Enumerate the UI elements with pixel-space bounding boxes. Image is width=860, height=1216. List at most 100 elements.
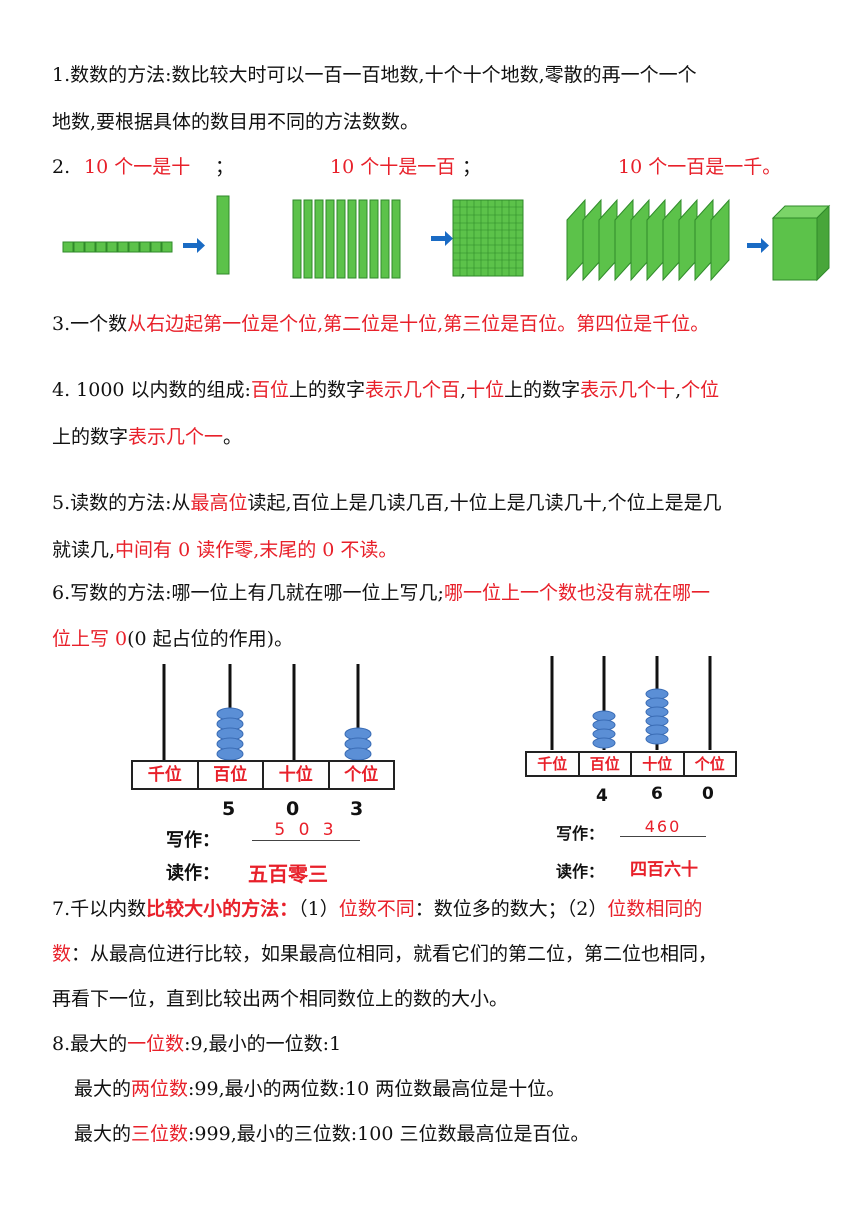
hundred-flat xyxy=(452,199,524,277)
item8-l1r: 一位数 xyxy=(127,1033,185,1055)
base-ten-blocks-figure xyxy=(62,195,831,282)
item4-p4: 上的数字 xyxy=(504,379,581,401)
abacus-2-write-label: 写作： xyxy=(556,824,605,843)
abacus-1-digit-hundreds: 5 xyxy=(222,798,236,820)
item7-line3: 再看下一位，直到比较出两个相同数位上的数的大小。 xyxy=(52,988,509,1010)
item4-line2r: 表示几个一 xyxy=(128,426,224,448)
abacus-1-place-tens: 十位 xyxy=(264,762,330,788)
abacus-2-tens-beads xyxy=(645,688,669,745)
item8-line2: 最大的两位数:99,最小的两位数:10 两位数最高位是十位。 xyxy=(74,1080,565,1099)
item4-line2a: 上的数字 xyxy=(52,426,129,448)
abacus-1-place-row: 千位 百位 十位 个位 xyxy=(131,760,395,790)
item4-p2: 上的数字 xyxy=(288,379,365,401)
item4-line2b: 。 xyxy=(223,426,243,448)
abacus-1-digit-ones: 3 xyxy=(350,798,364,820)
abacus-2-place-thousands: 千位 xyxy=(527,753,580,775)
item8-l2r: 两位数 xyxy=(131,1078,189,1100)
ten-rods-group xyxy=(292,199,401,279)
item8-l3b: :999,最小的三位数:100 三位数最高位是百位。 xyxy=(188,1123,590,1145)
abacus-2-digit-hundreds: 4 xyxy=(596,786,608,806)
item5-line2a: 就读几, xyxy=(52,539,116,561)
item6-p1: 6.写数的方法:哪一位上有几就在哪一位上写几; xyxy=(52,582,444,604)
arrow-icon xyxy=(747,238,769,253)
item7-line2: 数：从最高位进行比较，如果最高位相同，就看它们的第二位，第二位也相同， xyxy=(52,945,717,964)
item4-r3: 十位 xyxy=(466,379,505,401)
item6-line2b: (0 起占位的作用)。 xyxy=(127,628,294,650)
item7-r1: 比较大小的方法： xyxy=(146,898,299,920)
item8-line1: 8.最大的一位数:9,最小的一位数:1 xyxy=(52,1035,341,1054)
item8-l2b: :99,最小的两位数:10 两位数最高位是十位。 xyxy=(188,1078,566,1100)
abacus-2 xyxy=(550,656,712,750)
abacus-2-digit-tens: 6 xyxy=(651,784,663,804)
abacus-1-ones-beads xyxy=(344,727,372,761)
abacus-2-place-row: 千位 百位 十位 个位 xyxy=(525,751,737,777)
ten-rod xyxy=(216,195,230,275)
abacus-2-digit-ones: 0 xyxy=(702,784,714,804)
abacus-2-hundreds-beads xyxy=(592,710,616,749)
item4-r1: 百位 xyxy=(250,379,289,401)
item5-line2r: 中间有 0 读作零,末尾的 0 不读。 xyxy=(115,539,398,561)
item3-red: 从右边起第一位是个位,第二位是十位,第三位是百位。第四位是千位。 xyxy=(127,313,710,335)
item3-line: 3.一个数从右边起第一位是个位,第二位是十位,第三位是百位。第四位是千位。 xyxy=(52,315,709,334)
item2-c: 10 个一百是一千。 xyxy=(618,156,782,178)
item3-prefix: 3.一个数 xyxy=(52,313,128,335)
item5-line1: 5.读数的方法:从最高位读起,百位上是几读几百,十位上是几读几十,个位上是是几 xyxy=(52,494,722,513)
item2-sep2: ； xyxy=(462,156,482,178)
abacus-2-place-ones: 个位 xyxy=(694,755,725,773)
item7-line2a: ：从最高位进行比较，如果最高位相同，就看它们的第二位，第二位也相同， xyxy=(71,943,718,965)
item2-sep1: ； xyxy=(215,156,235,178)
item7-r3: 位数相同的 xyxy=(607,898,703,920)
item8-l1b: :9,最小的一位数:1 xyxy=(184,1033,342,1055)
item2-b: 10 个十是一百 xyxy=(330,156,456,178)
abacus-2-write-value: 460 xyxy=(620,817,706,837)
item8-l3r: 三位数 xyxy=(131,1123,189,1145)
hundred-flats-group xyxy=(566,198,730,282)
item1-line1: 1.数数的方法:数比较大时可以一百一百地数,十个十个地数,零散的再一个一个 xyxy=(52,64,697,86)
item6-r1: 哪一位上一个数也没有就在哪一 xyxy=(443,582,710,604)
abacus-1-place-ones: 个位 xyxy=(344,765,379,785)
item6-line2: 位上写 0(0 起占位的作用)。 xyxy=(52,630,293,649)
item4-p5: , xyxy=(675,379,682,401)
abacus-1-digit-tens: 0 xyxy=(286,798,300,820)
item5-r1: 最高位 xyxy=(190,492,248,514)
item6-line2r: 位上写 0 xyxy=(52,628,128,650)
unit-cubes xyxy=(62,241,173,253)
item1-line2: 地数,要根据具体的数目用不同的方法数数。 xyxy=(52,111,420,133)
abacus-2-place-tens: 十位 xyxy=(632,753,685,775)
item8-l3a: 最大的 xyxy=(74,1123,132,1145)
item4-r2: 表示几个百 xyxy=(365,379,461,401)
item7-p2: （1） xyxy=(298,898,339,920)
abacus-1-read-label: 读作： xyxy=(166,863,220,884)
item7-p1: 7.千以内数 xyxy=(52,898,147,920)
thousand-cube xyxy=(771,204,831,282)
abacus-1-place-thousands: 千位 xyxy=(133,762,199,788)
abacus-2-read-label: 读作： xyxy=(556,862,605,881)
arrow-icon xyxy=(183,238,205,253)
item2-a: 10 个一是十 xyxy=(84,156,191,178)
item8-line3: 最大的三位数:999,最小的三位数:100 三位数最高位是百位。 xyxy=(74,1125,589,1144)
item7-line2r: 数 xyxy=(52,943,72,965)
item8-l1a: 8.最大的 xyxy=(52,1033,128,1055)
abacus-1-read-value: 五百零三 xyxy=(248,862,328,886)
item8-l2a: 最大的 xyxy=(74,1078,132,1100)
abacus-2-read-value: 四百六十 xyxy=(630,860,698,880)
abacus-1-place-hundreds: 百位 xyxy=(199,762,264,788)
abacus-1-write-value: 5 0 3 xyxy=(252,820,360,841)
item6-line1: 6.写数的方法:哪一位上有几就在哪一位上写几;哪一位上一个数也没有就在哪一 xyxy=(52,584,710,603)
item4-line1: 4. 1000 以内数的组成:百位上的数字表示几个百,十位上的数字表示几个十,个… xyxy=(52,381,719,400)
item5-p2: 读起,百位上是几读几百,十位上是几读几十,个位上是是几 xyxy=(247,492,722,514)
abacus-1-write-label: 写作： xyxy=(166,830,220,851)
item7-line1: 7.千以内数比较大小的方法：（1）位数不同：数位多的数大；（2）位数相同的 xyxy=(52,900,702,919)
item4-r4: 表示几个十 xyxy=(580,379,676,401)
item2-num: 2. xyxy=(52,156,71,178)
item5-line2: 就读几,中间有 0 读作零,末尾的 0 不读。 xyxy=(52,541,397,560)
abacus-1 xyxy=(162,664,372,761)
item4-p1: 4. 1000 以内数的组成: xyxy=(52,379,251,401)
item4-r5: 个位 xyxy=(681,379,720,401)
item5-p1: 5.读数的方法:从 xyxy=(52,492,191,514)
item4-p3: , xyxy=(460,379,467,401)
item7-r2: 位数不同 xyxy=(338,898,415,920)
arrow-icon xyxy=(431,231,453,246)
item7-p3: ：数位多的数大；（2） xyxy=(414,898,608,920)
item4-line2: 上的数字表示几个一。 xyxy=(52,428,242,447)
